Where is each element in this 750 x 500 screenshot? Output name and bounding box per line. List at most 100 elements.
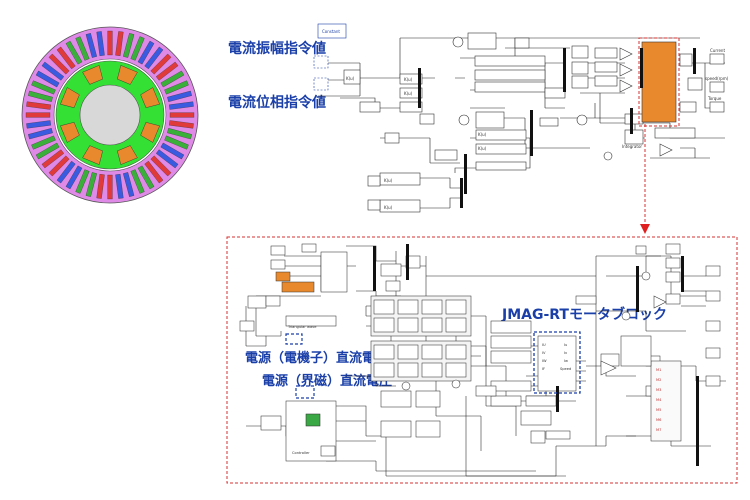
motor-cross-section — [21, 26, 199, 204]
stator-slot — [96, 174, 105, 199]
rotor-magnet — [117, 65, 138, 85]
svg-text:K(u): K(u) — [384, 205, 393, 210]
svg-text:M3: M3 — [656, 388, 661, 392]
rotor-magnets — [60, 65, 160, 165]
stator-slot — [107, 30, 113, 56]
svg-text:M7: M7 — [656, 428, 661, 432]
rotor-magnet — [140, 122, 160, 143]
shaft — [79, 84, 141, 146]
stator-slot — [167, 128, 192, 140]
armature-voltage-label: 電源（電機子）直流電圧 — [245, 351, 389, 366]
jmag-block-upper — [641, 41, 677, 123]
stator-slot — [169, 112, 195, 118]
svg-text:Iw: Iw — [564, 359, 568, 363]
stator-slot — [41, 61, 65, 81]
stator-slot — [96, 31, 105, 56]
stator-slot — [150, 155, 172, 177]
stator-slot — [31, 80, 56, 95]
svg-text:K(u): K(u) — [478, 132, 487, 137]
svg-text:IU: IU — [542, 343, 546, 347]
armature-voltage-highlight — [285, 333, 303, 345]
rotor-magnet — [140, 87, 160, 108]
svg-text:M2: M2 — [656, 378, 661, 382]
rotor-magnet — [82, 145, 103, 165]
stator-slot — [155, 61, 179, 81]
rotor-magnet — [60, 87, 80, 108]
lower-diagram-frame — [226, 236, 738, 484]
stator-slot — [160, 142, 185, 160]
svg-text:IV: IV — [542, 351, 546, 355]
stator-slot — [48, 53, 70, 75]
stator-slot — [160, 70, 185, 88]
svg-text:Triangular wave: Triangular wave — [287, 325, 317, 329]
triangular-wave-block — [281, 281, 315, 293]
current-amplitude-label: 電流振幅指令値 — [228, 41, 326, 57]
stator-slot — [65, 40, 83, 65]
rotor-magnet — [60, 122, 80, 143]
stator-slot — [28, 128, 53, 140]
stator-slot — [130, 169, 145, 194]
stator-slot — [150, 53, 172, 75]
svg-text:Iv: Iv — [564, 351, 568, 355]
stator-slot — [26, 101, 51, 110]
svg-text:Integrator: Integrator — [622, 144, 642, 149]
svg-text:IW: IW — [542, 359, 547, 363]
stator-slot — [107, 174, 113, 200]
stator-slot — [41, 149, 65, 169]
stator-slot — [169, 101, 194, 110]
svg-text:K(u): K(u) — [404, 91, 413, 96]
stator-slot — [123, 172, 135, 197]
stator-slot — [35, 70, 60, 88]
stator-slot — [155, 149, 179, 169]
stator-slot — [164, 135, 189, 150]
svg-text:Iu: Iu — [564, 343, 567, 347]
stator-slot — [31, 135, 56, 150]
field-voltage-label: 電源（界磁）直流電圧 — [262, 374, 393, 389]
jmag-block-highlight — [533, 331, 581, 394]
stator-slot — [85, 33, 97, 58]
stator-slot — [167, 90, 192, 102]
stator-slot — [26, 120, 51, 129]
field-voltage-highlight — [295, 385, 315, 399]
stator-slot — [144, 46, 164, 70]
stator-slot — [25, 112, 51, 118]
stator-slot — [28, 90, 53, 102]
svg-text:M1: M1 — [656, 368, 661, 372]
rotor-magnet — [82, 65, 103, 85]
svg-text:Current: Current — [710, 48, 725, 53]
svg-text:K(u): K(u) — [404, 77, 413, 82]
svg-text:Controller: Controller — [292, 451, 310, 455]
svg-text:Constant: Constant — [322, 29, 340, 34]
svg-text:speed(rpm): speed(rpm) — [705, 76, 729, 81]
svg-text:M6: M6 — [656, 418, 662, 422]
stator-slot — [65, 165, 83, 190]
stator-slot — [56, 160, 76, 184]
connector-arrow — [640, 124, 650, 234]
stator-slot — [137, 165, 155, 190]
stator-slot — [85, 172, 97, 197]
stator-slots — [25, 30, 195, 200]
stator-slot — [115, 174, 124, 199]
current-phase-label: 電流位相指令値 — [228, 95, 326, 111]
stator-slot — [164, 80, 189, 95]
stator-slot — [115, 31, 124, 56]
svg-text:M5: M5 — [656, 408, 661, 412]
jmag-block-upper-highlight — [638, 37, 680, 127]
stator-slot — [48, 155, 70, 177]
stator-slot — [144, 160, 164, 184]
svg-text:M4: M4 — [656, 398, 662, 402]
stator-slot — [56, 46, 76, 70]
pwm-carrier-block — [275, 271, 291, 282]
stator-slot — [130, 36, 145, 61]
svg-text:Speed: Speed — [560, 367, 571, 371]
upper-simulink-diagram: Constant K(u) K(u) K(u) K(u) K(u) K(u) K… — [313, 23, 729, 213]
svg-text:K(u): K(u) — [478, 146, 487, 151]
rotor-magnet — [117, 145, 138, 165]
stator-slot — [75, 169, 90, 194]
stator-slot — [75, 36, 90, 61]
stator-slot — [137, 40, 155, 65]
stator-slot — [169, 120, 194, 129]
svg-text:Torque: Torque — [707, 96, 722, 101]
svg-text:IF: IF — [542, 367, 545, 371]
svg-text:K(u): K(u) — [384, 178, 393, 183]
